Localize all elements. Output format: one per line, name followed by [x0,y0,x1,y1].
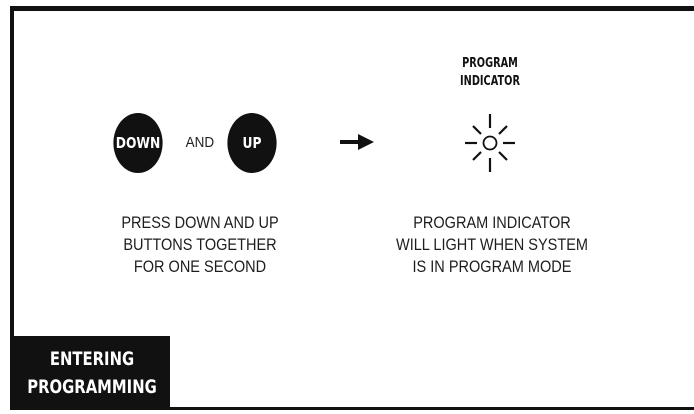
up-button-label: UP [242,134,262,152]
caption-right-line: WILL LIGHT WHEN SYSTEM [395,236,589,254]
caption-right-line: PROGRAM INDICATOR [413,214,571,232]
down-button-graphic: DOWN [113,113,163,173]
program-indicator-title-line2: INDICATOR [460,74,520,89]
light-burst-icon [465,114,515,172]
caption-right-line: IS IN PROGRAM MODE [412,258,572,276]
section-tab-line2: PROGRAMMING [27,376,157,398]
indicator-caption: PROGRAM INDICATOR WILL LIGHT WHEN SYSTEM… [378,212,607,278]
section-tab: ENTERING PROGRAMMING [14,336,170,410]
arrow-right-icon [340,134,374,150]
down-button-label: DOWN [115,134,161,152]
up-button-graphic: UP [227,113,277,173]
and-label: AND [185,134,215,151]
program-indicator-title: PROGRAM INDICATOR [453,55,528,91]
press-buttons-caption: PRESS DOWN AND UP BUTTONS TOGETHER FOR O… [103,212,297,278]
section-tab-line1: ENTERING [49,348,135,370]
caption-left-line: FOR ONE SECOND [133,258,267,276]
caption-left-line: BUTTONS TOGETHER [123,236,277,254]
caption-left-line: PRESS DOWN AND UP [121,214,279,232]
program-indicator-title-line1: PROGRAM [462,56,518,71]
